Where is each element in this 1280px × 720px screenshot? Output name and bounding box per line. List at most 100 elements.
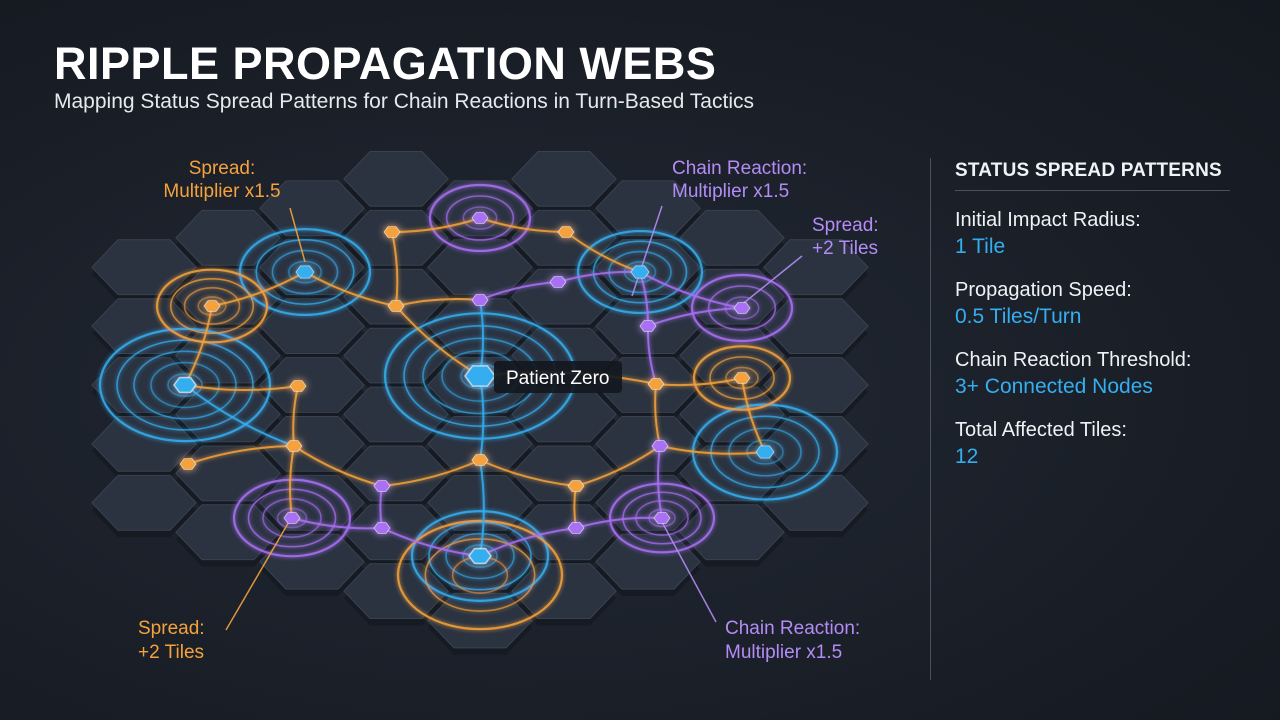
stat-propagation-speed: Propagation Speed: 0.5 Tiles/Turn <box>955 277 1230 331</box>
propagation-link <box>381 459 481 487</box>
ripple-ring <box>707 285 777 331</box>
ripple-ring <box>197 296 227 316</box>
network-node <box>471 212 489 224</box>
stat-chain-reaction-threshold: Chain Reaction Threshold: 3+ Connected N… <box>955 347 1230 401</box>
hex-tile <box>511 209 617 266</box>
ripple-ring <box>445 195 515 241</box>
network-node <box>464 365 496 387</box>
network-node <box>549 276 567 288</box>
ripple-ring <box>576 229 704 315</box>
ripple-ring <box>592 240 688 304</box>
hex-tile <box>679 504 785 561</box>
panel-header: STATUS SPREAD PATTERNS <box>955 160 1230 191</box>
propagation-link <box>657 445 663 519</box>
hex-tile <box>763 474 869 531</box>
hex-tile <box>511 151 617 207</box>
callout-top-right-line2: +2 Tiles <box>812 238 878 259</box>
network-node <box>373 480 391 492</box>
ripple-ring <box>710 415 820 489</box>
ripple-ring <box>410 510 550 602</box>
hex-tile <box>343 563 449 619</box>
ripple-ring <box>728 427 802 477</box>
network-node <box>173 376 197 394</box>
network-node <box>387 300 405 312</box>
hex-tile <box>343 327 449 384</box>
ripple-ring <box>155 268 269 344</box>
hex-tile <box>595 533 701 590</box>
propagation-link <box>184 384 299 392</box>
callout-top-left: Spread: Multiplier x1.5 <box>163 158 280 202</box>
hex-tile <box>763 239 869 296</box>
hex-tile <box>91 239 197 296</box>
propagation-link <box>647 307 743 327</box>
hex-tile <box>343 504 449 561</box>
network-node <box>471 454 489 466</box>
propagation-link <box>479 217 567 233</box>
ripple-ring <box>98 327 272 443</box>
propagation-link <box>391 217 481 234</box>
ripple-ring <box>690 273 794 343</box>
network-node <box>285 440 303 452</box>
ripple-ring <box>116 339 254 431</box>
hex-tile <box>175 209 281 266</box>
network-node <box>383 226 401 238</box>
ripple-ring <box>622 491 702 545</box>
ripple-ring <box>424 538 536 612</box>
propagation-link <box>575 445 661 487</box>
stat-label: Chain Reaction Threshold: <box>955 349 1192 371</box>
ripple-ring <box>428 521 532 591</box>
callout-leader-lines <box>225 205 803 631</box>
callout-top-left-line2: Multiplier x1.5 <box>163 181 280 202</box>
network-node <box>653 512 671 524</box>
ripple-ring <box>167 372 203 398</box>
callout-top-center-line2: Multiplier x1.5 <box>672 181 789 202</box>
hex-tile <box>679 209 785 266</box>
ripple-ring <box>692 345 792 411</box>
network-node <box>567 480 585 492</box>
network-node <box>295 265 315 279</box>
callout-bottom-right: Chain Reaction: Multiplier x1.5 <box>725 618 860 663</box>
network-node <box>630 265 650 279</box>
ripple-ring <box>271 249 339 295</box>
propagation-link <box>575 516 663 529</box>
ripple-ring <box>396 519 564 631</box>
hex-tile <box>427 474 533 531</box>
propagation-link <box>289 445 295 519</box>
ripple-ring <box>608 482 716 554</box>
callout-bottom-left-line1: Spread: <box>138 618 205 639</box>
callout-bottom-left-line2: +2 Tiles <box>138 642 204 663</box>
ripple-ring <box>428 183 532 253</box>
hex-tile <box>343 151 449 207</box>
hex-tile <box>511 268 617 325</box>
hex-tile <box>91 474 197 531</box>
network-node <box>733 302 751 314</box>
callout-bottom-left: Spread: +2 Tiles <box>138 618 205 663</box>
callout-top-right: Spread: +2 Tiles <box>812 215 879 259</box>
propagation-link <box>565 231 641 273</box>
ripple-ring <box>709 356 775 400</box>
callout-leader-line <box>289 207 306 263</box>
network-node <box>557 226 575 238</box>
stat-initial-impact-radius: Initial Impact Radius: 1 Tile <box>955 207 1230 261</box>
hex-tile <box>595 239 701 296</box>
hex-tile <box>763 298 869 354</box>
hex-tile <box>259 533 365 590</box>
hex-tile <box>259 357 365 413</box>
network-node <box>468 547 492 565</box>
hex-tile-grid <box>91 151 869 655</box>
ripple-ring <box>746 439 784 465</box>
network-node <box>471 294 489 306</box>
page-subtitle: Mapping Status Spread Patterns for Chain… <box>54 90 754 113</box>
hex-tile <box>343 386 449 443</box>
hex-tile <box>595 180 701 237</box>
stat-label: Propagation Speed: <box>955 279 1132 301</box>
callout-leader-line <box>631 205 663 297</box>
callout-bottom-right-line1: Chain Reaction: <box>725 618 860 639</box>
stat-value: 0.5 Tiles/Turn <box>955 305 1082 328</box>
ripple-ring <box>150 361 220 409</box>
status-spread-panel: STATUS SPREAD PATTERNS Initial Impact Ra… <box>955 160 1230 471</box>
ripple-ring <box>462 206 498 230</box>
stat-label: Initial Impact Radius: <box>955 209 1141 231</box>
propagation-link <box>479 459 485 557</box>
ripple-ring <box>255 239 355 305</box>
